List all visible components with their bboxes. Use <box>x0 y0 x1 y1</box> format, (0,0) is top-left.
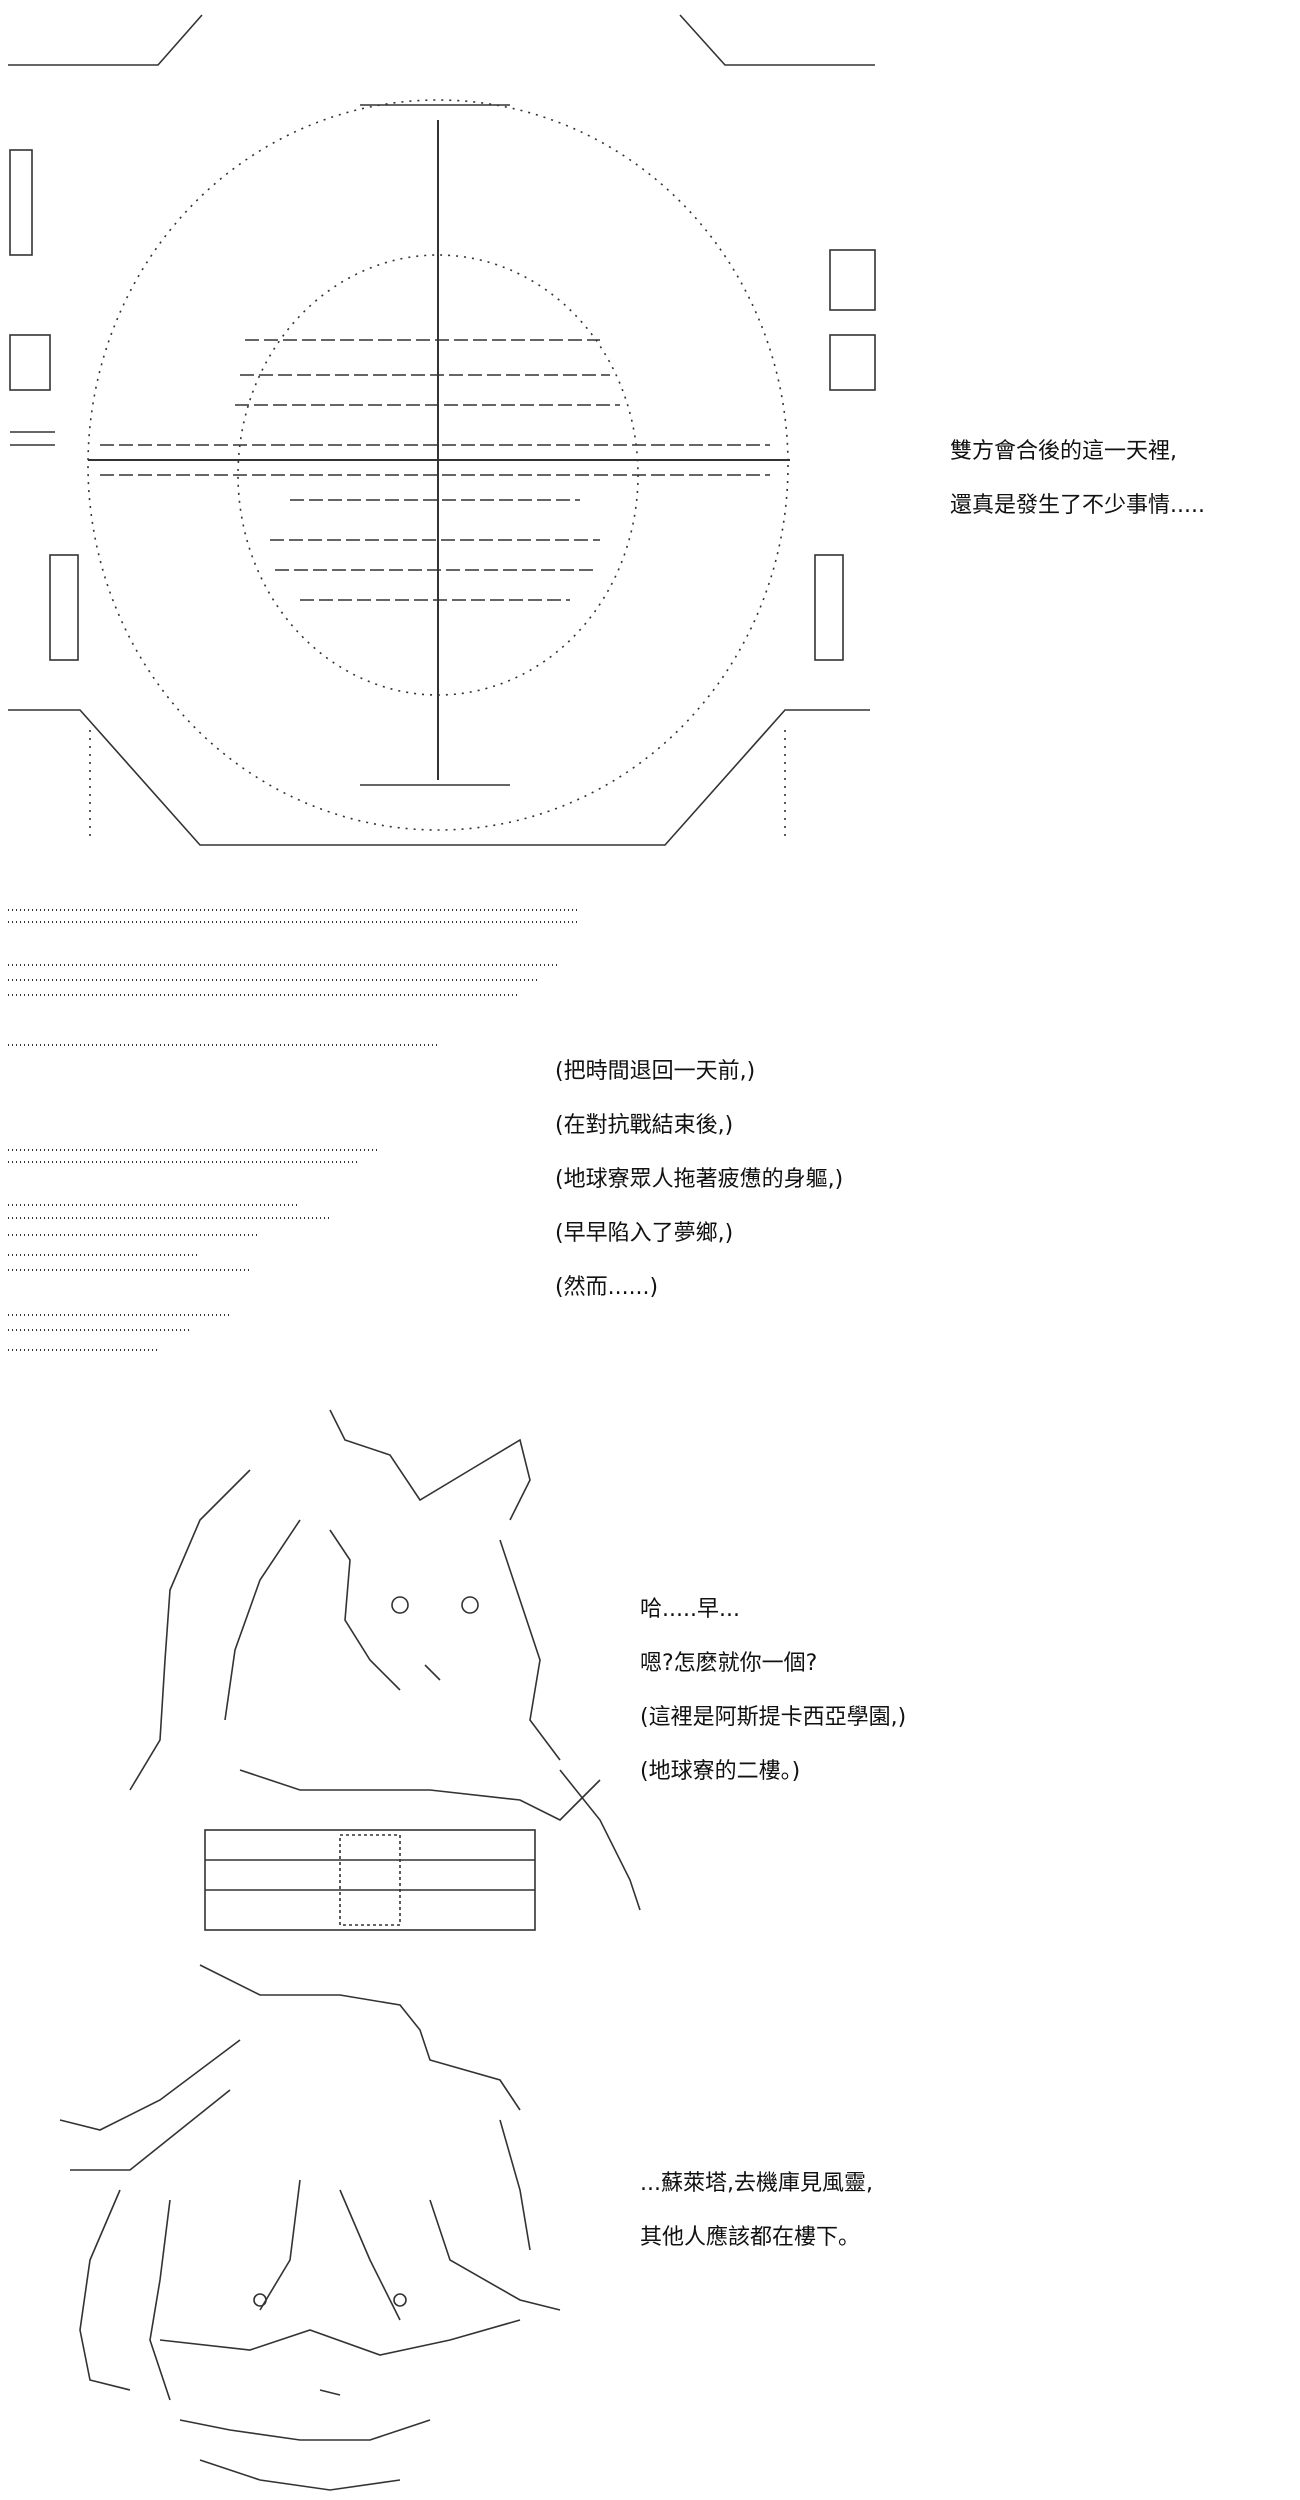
dialogue-line: ...蘇萊塔,去機庫見風靈, <box>640 2171 873 2196</box>
narration-line: (早早陷入了夢鄉,) <box>555 1221 734 1246</box>
character-art-2 <box>59 1964 561 2491</box>
panel3-dialogue: 哈.....早... 嗯?怎麽就你一個? (這裡是阿斯提卡西亞學園,) (地球寮… <box>640 1596 906 1812</box>
narration-line: (在對抗戰結束後,) <box>555 1113 734 1138</box>
narration-line: (地球寮眾人拖著疲憊的身軀,) <box>555 1167 844 1192</box>
narration-line: (地球寮的二樓。) <box>640 1759 801 1784</box>
narration-line: (這裡是阿斯提卡西亞學園,) <box>640 1705 907 1730</box>
hologram-frame-art <box>8 14 876 846</box>
panel4-dialogue: ...蘇萊塔,去機庫見風靈, 其他人應該都在樓下。 <box>640 2170 873 2278</box>
panel2-narration: (把時間退回一天前,) (在對抗戰結束後,) (地球寮眾人拖著疲憊的身軀,) (… <box>555 1058 843 1328</box>
narration-line: (然而......) <box>555 1275 659 1300</box>
dotted-texture-art <box>8 909 580 1351</box>
narration-line: 雙方會合後的這一天裡, <box>950 439 1177 464</box>
narration-line: 還真是發生了不少事情..... <box>950 493 1205 518</box>
dialogue-line: 嗯?怎麽就你一個? <box>640 1651 818 1676</box>
dialogue-line: 哈.....早... <box>640 1597 740 1622</box>
character-art-1 <box>129 1409 641 1931</box>
dialogue-line: 其他人應該都在樓下。 <box>640 2225 861 2250</box>
narration-line: (把時間退回一天前,) <box>555 1059 756 1084</box>
panel1-narration: 雙方會合後的這一天裡, 還真是發生了不少事情..... <box>950 438 1205 546</box>
